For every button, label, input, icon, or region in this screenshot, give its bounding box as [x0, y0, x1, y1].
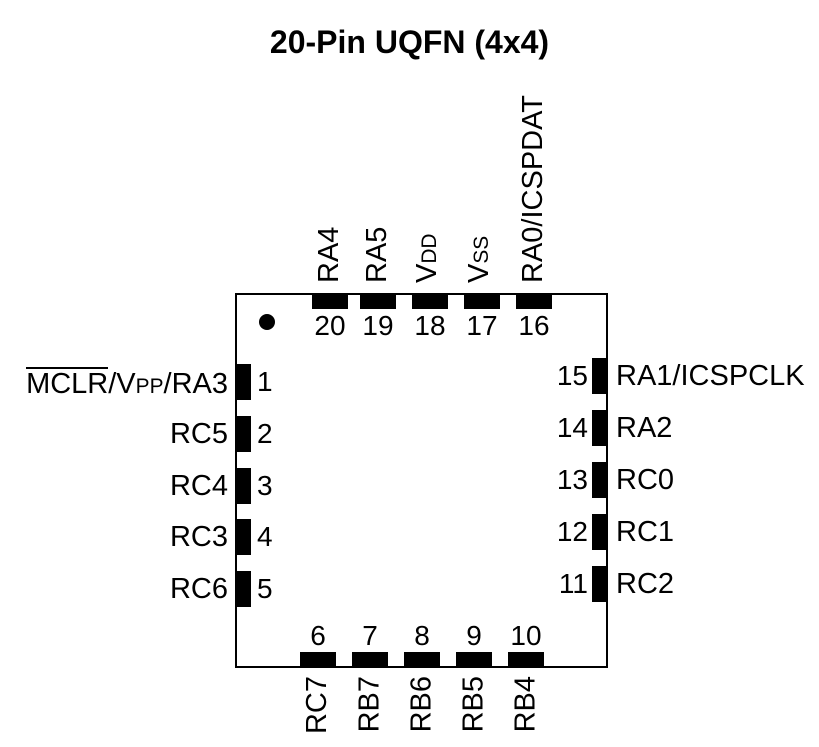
pin-number-8: 8 — [414, 620, 430, 651]
pin-number-16: 16 — [518, 310, 550, 341]
pin-number-3: 3 — [257, 470, 273, 501]
label-text: RC5 — [169, 418, 228, 450]
pin-label-11: RC2 — [616, 569, 674, 599]
pin-label-10: RB4 — [509, 676, 541, 733]
pin-label-9: RB5 — [457, 676, 489, 733]
subscript-text: SS — [470, 235, 493, 264]
pin-number-2: 2 — [257, 418, 273, 449]
pin-label-19: RA5 — [361, 226, 393, 283]
pin-number-12: 12 — [556, 516, 588, 547]
pin-number-9: 9 — [466, 620, 482, 651]
pin-pad-17 — [464, 295, 500, 309]
pin-pad-7 — [352, 652, 388, 666]
pin-pad-19 — [360, 295, 396, 309]
label-text: RA2 — [616, 412, 673, 444]
label-text: V — [463, 263, 495, 283]
pin-number-20: 20 — [314, 310, 346, 341]
pin-pad-8 — [404, 652, 440, 666]
pin-label-6: RC7 — [301, 676, 333, 735]
label-text: RC4 — [169, 470, 228, 502]
pin-number-1: 1 — [257, 366, 273, 397]
pin-label-3: RC4 — [170, 471, 228, 501]
label-text: /V — [108, 368, 136, 400]
pin-label-13: RC0 — [616, 465, 674, 495]
pin-pad-14 — [592, 410, 606, 446]
pin-number-10: 10 — [510, 620, 542, 651]
label-text: RC6 — [169, 573, 228, 605]
label-text: RC1 — [616, 516, 675, 548]
label-text: RB5 — [457, 676, 489, 733]
pin-number-11: 11 — [558, 568, 588, 599]
label-text: RC0 — [616, 464, 675, 496]
pin-label-1: MCLR/VPP/RA3 — [26, 367, 228, 402]
label-text: V — [411, 263, 443, 283]
label-text: RA1/ICSPCLK — [616, 360, 805, 392]
pin-pad-4 — [237, 519, 251, 555]
pin-label-2: RC5 — [170, 419, 228, 449]
pin-pad-16 — [516, 295, 552, 309]
label-text: RC3 — [169, 521, 228, 553]
pin-pad-10 — [508, 652, 544, 666]
overlined-text: MCLR — [26, 367, 109, 400]
subscript-text: PP — [135, 375, 164, 398]
pin-pad-6 — [300, 652, 336, 666]
pin-label-8: RB6 — [405, 676, 437, 733]
label-text: RA0/ICSPDAT — [517, 94, 549, 283]
pin-label-15: RA1/ICSPCLK — [616, 361, 805, 391]
pin-pad-11 — [592, 566, 606, 602]
pin-pad-3 — [237, 468, 251, 504]
pin-label-7: RB7 — [353, 676, 385, 733]
pin-label-4: RC3 — [170, 522, 228, 552]
pin-label-14: RA2 — [616, 413, 672, 443]
label-text: RA4 — [313, 226, 345, 283]
package-outline — [235, 293, 608, 668]
pin1-indicator-dot — [259, 314, 275, 330]
pin-number-19: 19 — [362, 310, 394, 341]
pin-label-16: RA0/ICSPDAT — [517, 94, 549, 283]
pin-number-14: 14 — [556, 412, 588, 443]
diagram-title: 20-Pin UQFN (4x4) — [269, 24, 550, 60]
pin-pad-5 — [237, 571, 251, 607]
pin-pad-9 — [456, 652, 492, 666]
pin-number-7: 7 — [362, 620, 378, 651]
pin-label-20: RA4 — [313, 226, 345, 283]
pin-pad-1 — [237, 364, 251, 400]
label-text: RB7 — [353, 676, 385, 733]
label-text: RB6 — [405, 676, 437, 733]
label-text: RA5 — [361, 226, 393, 283]
label-text: RC7 — [301, 676, 333, 735]
pin-pad-13 — [592, 462, 606, 498]
label-text: RB4 — [509, 676, 541, 733]
pin-number-4: 4 — [257, 521, 273, 552]
pin-label-12: RC1 — [616, 517, 674, 547]
subscript-text: DD — [418, 233, 441, 264]
label-text: /RA3 — [163, 368, 228, 400]
pin-pad-12 — [592, 514, 606, 550]
pin-number-15: 15 — [556, 360, 588, 391]
pin-pad-20 — [312, 295, 348, 309]
pin-label-17: VSS — [463, 235, 496, 283]
pin-number-13: 13 — [556, 464, 588, 495]
pin-label-5: RC6 — [170, 574, 228, 604]
pin-number-17: 17 — [466, 310, 498, 341]
pin-pad-18 — [412, 295, 448, 309]
pin-number-18: 18 — [414, 310, 446, 341]
pin-pad-15 — [592, 358, 606, 394]
pin-pad-2 — [237, 416, 251, 452]
pin-number-6: 6 — [310, 620, 326, 651]
pin-label-18: VDD — [411, 233, 444, 284]
pin-number-5: 5 — [257, 573, 273, 604]
label-text: RC2 — [616, 568, 675, 600]
